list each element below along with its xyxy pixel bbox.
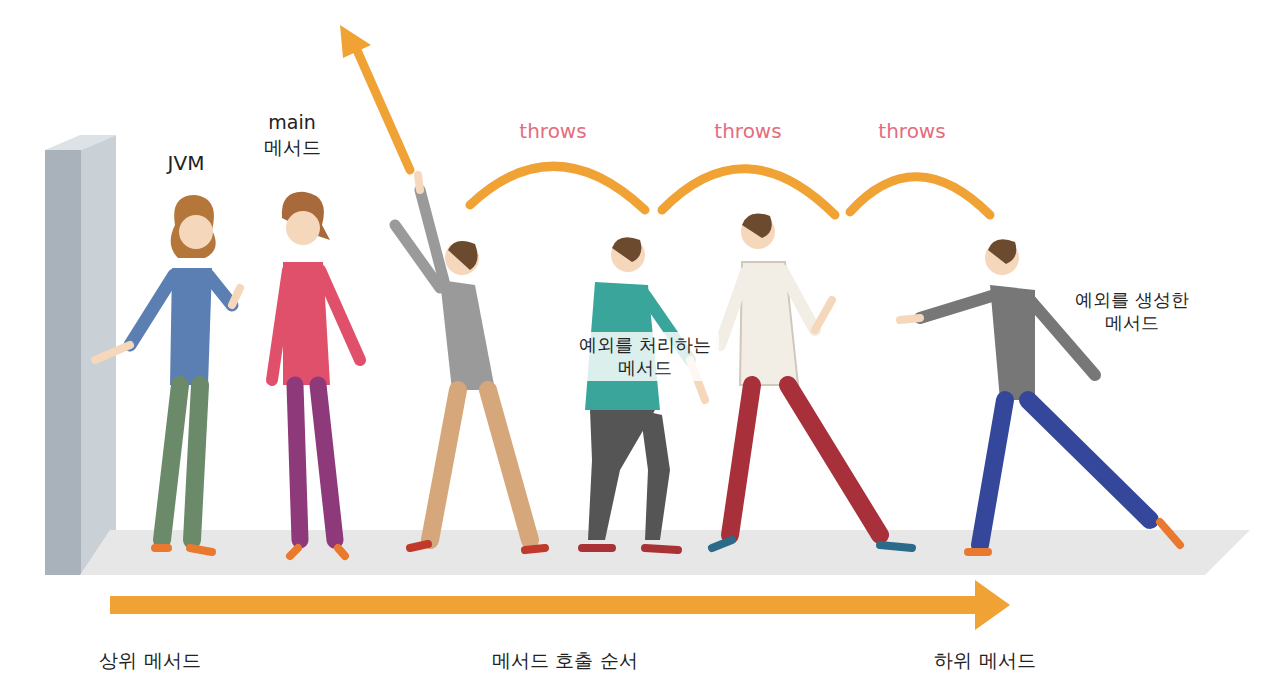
passing-person-part [782,270,815,330]
throwing-person-part [418,175,420,190]
wall-top [45,135,116,150]
up-arrow [340,25,410,170]
passing-person [712,213,912,548]
handling-person-part [640,410,670,540]
jvm-person-part [162,385,180,540]
method-label: 예외를 생성한 메서드 [1057,288,1207,335]
throws-arc [850,177,990,215]
main-person-part [338,548,345,556]
person-label: JVM [168,150,205,176]
throws-label: throws [519,118,586,144]
person-label: main 메서드 [261,110,323,159]
throwing-person-part [525,548,545,550]
throwing-person-part [448,241,478,270]
throwing-person [395,175,545,550]
throws-label: throws [714,118,781,144]
jvm-person-part [155,544,168,552]
main-person-part [320,270,360,360]
jvm-person-part [171,195,216,258]
throwing-person-part [968,548,988,556]
axis-label: 상위 메서드 [99,648,200,673]
throws-arc [470,166,645,210]
jvm-person-part [232,288,240,305]
throwing-person-part [900,318,920,320]
handling-person-part [582,544,612,552]
jvm-person [95,195,240,552]
main-person-part [290,548,298,556]
passing-person-part [815,300,832,330]
throwing-person-part [980,400,1005,545]
throwing-person-part [430,390,458,540]
throwing-person-part [920,295,995,318]
main-person-part [318,385,335,540]
throwing-person-part [1028,400,1150,520]
main-person-part [295,385,300,540]
passing-person-part [742,213,772,238]
throws-arc [662,169,835,215]
arrow-head [975,580,1010,630]
axis-label: 메서드 호출 순서 [492,648,637,673]
throwing-person [900,239,1180,552]
passing-person-part [712,540,732,548]
throwing-person-part [1030,300,1095,375]
main-person-part [286,211,320,245]
throwing-person-part [440,280,495,390]
throws-arcs [470,166,990,215]
handling-person-part [612,237,641,262]
jvm-person-part [95,345,130,360]
call-order-arrow [110,580,1010,630]
arrow-shaft [110,596,978,614]
handling-person-part [611,238,645,272]
throwing-person-part [988,239,1016,264]
axis-label: 하위 메서드 [934,648,1035,673]
jvm-person-part [190,548,212,552]
handling-person-part [645,548,678,550]
jvm-person-part [170,268,212,385]
method-label: 예외를 처리하는 메서드 [571,332,719,381]
throwing-person-part [410,544,428,548]
passing-person-part [880,545,912,548]
passing-person-part [788,385,880,535]
arrow-head [340,25,371,58]
throws-label: throws [878,118,945,144]
jvm-person-part [208,275,232,305]
floor [80,530,1250,575]
main-person-part [272,270,288,380]
handling-person [582,237,705,550]
jvm-person-part [179,215,213,249]
passing-person-part [730,385,752,535]
throwing-person-part [488,390,530,540]
main-person [272,192,360,556]
throwing-person-part [395,225,440,288]
jvm-person-part [130,275,174,345]
throwing-person-part [1160,522,1180,545]
wall-front [45,150,81,575]
arrow-shaft [356,48,410,170]
jvm-person-part [192,385,200,540]
passing-person-part [720,272,746,345]
throwing-person-part [445,241,479,275]
